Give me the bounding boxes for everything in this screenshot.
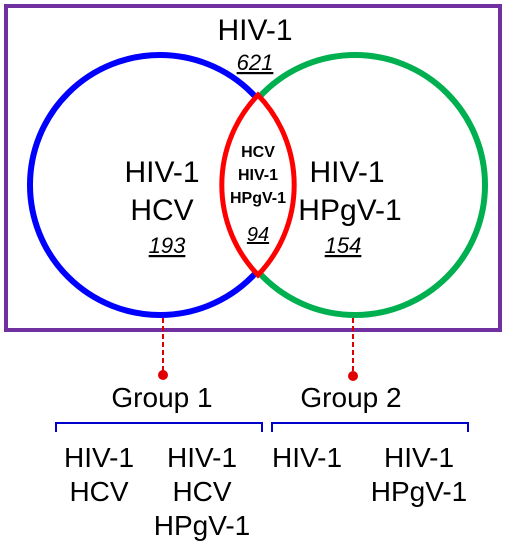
group-2-member-2-line2: HPgV-1 (371, 476, 468, 507)
left-circle-line2: HCV (130, 194, 193, 227)
intersection-line1: HCV (241, 144, 275, 161)
intersection-lens (219, 91, 297, 279)
group-2-bracket (271, 422, 469, 432)
left-circle-count: 193 (149, 233, 186, 258)
group-1-member-2-line1: HIV-1 (167, 442, 237, 473)
group-2-connector-dot (348, 371, 358, 381)
group-2-member-1-line1: HIV-1 (272, 442, 342, 473)
group-1-member-2-line2: HCV (172, 476, 231, 507)
intersection-count: 94 (247, 224, 269, 246)
group-1-label: Group 1 (111, 382, 212, 413)
outer-frame (4, 4, 502, 332)
right-circle-line2: HPgV-1 (298, 194, 401, 227)
group-1-member-1-line1: HIV-1 (64, 442, 134, 473)
group-2-label: Group 2 (300, 382, 401, 413)
group-1-member-2-line3: HPgV-1 (154, 510, 251, 541)
group-1-bracket (55, 422, 263, 432)
frame-count: 621 (237, 50, 274, 75)
intersection-line2: HIV-1 (238, 167, 278, 184)
intersection-line3: HPgV-1 (230, 190, 286, 207)
group-1-member-1-line2: HCV (69, 476, 128, 507)
left-circle-line1: HIV-1 (124, 156, 199, 189)
frame-title: HIV-1 (217, 14, 292, 47)
group-2-member-2-line1: HIV-1 (384, 442, 454, 473)
right-circle-count: 154 (325, 233, 362, 258)
group-1-connector-dot (158, 370, 168, 380)
right-circle-line1: HIV-1 (309, 156, 384, 189)
